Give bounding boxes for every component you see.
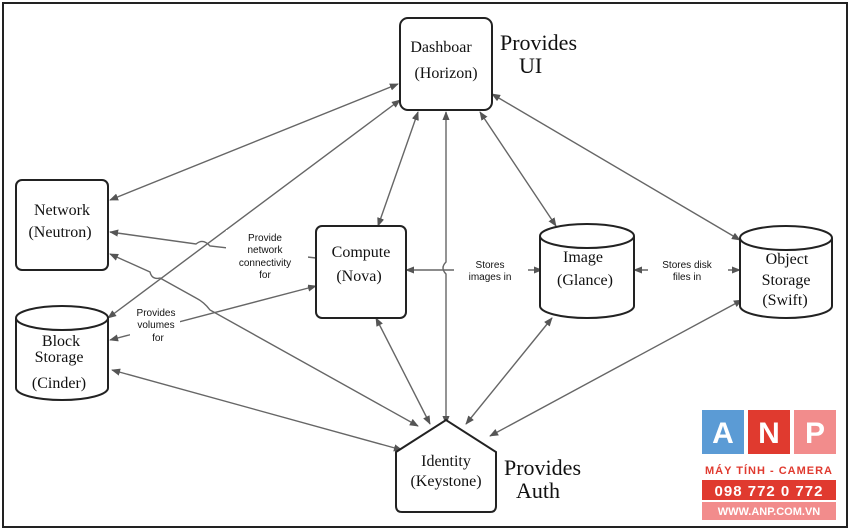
node-identity[interactable]: Identity (Keystone)	[395, 418, 497, 513]
edge-label-compute-image: Stores images in	[469, 260, 512, 283]
node-block-storage[interactable]: Block Storage (Cinder)	[15, 305, 109, 401]
svg-text:volumes: volumes	[137, 320, 174, 331]
edge-dashboard-network	[109, 83, 399, 201]
svg-text:connectivity: connectivity	[239, 258, 291, 269]
annotation-provides-auth-line2: Auth	[516, 478, 560, 503]
node-image-name: Image	[563, 249, 603, 266]
node-compute-project: (Nova)	[336, 268, 381, 285]
annotation-provides-auth-line1: Provides	[504, 455, 581, 480]
svg-text:Provides: Provides	[137, 308, 176, 319]
node-object-type: Storage	[762, 272, 811, 289]
node-compute[interactable]: Compute (Nova)	[315, 225, 407, 319]
node-block-name: Block	[42, 333, 80, 350]
svg-text:Stores: Stores	[476, 260, 505, 271]
logo-letter-p: P	[805, 417, 825, 450]
logo-web-bar	[702, 502, 836, 520]
edge-label-network-compute: Provide network connectivity for	[239, 233, 291, 281]
annotation-provides-ui-line2: UI	[519, 53, 542, 78]
annotation-provides-ui-line1: Provides	[500, 30, 577, 55]
svg-text:network: network	[247, 245, 283, 256]
edge-dashboard-object	[491, 93, 741, 241]
node-dashboard-name: Dashboar	[410, 39, 472, 56]
node-network-name: Network	[34, 202, 90, 219]
svg-text:Provide: Provide	[248, 233, 282, 244]
logo-phone-bar	[702, 480, 836, 500]
node-dashboard-project: (Horizon)	[414, 65, 477, 82]
edge-network-compute	[109, 229, 317, 259]
edge-label-block-compute: Provides volumes for	[137, 308, 176, 344]
svg-text:files in: files in	[673, 272, 701, 283]
node-dashboard[interactable]: Dashboar (Horizon)	[399, 17, 493, 111]
logo-subtitle: MÁY TÍNH - CAMERA	[705, 464, 833, 477]
node-object-name: Object	[766, 251, 809, 268]
logo-website: WWW.ANP.COM.VN	[718, 506, 821, 518]
logo-tile-p	[794, 410, 836, 454]
anp-logo: A N P MÁY TÍNH - CAMERA 098 772 0 772 WW…	[702, 410, 836, 520]
edge-compute-identity	[375, 317, 431, 425]
edges	[107, 83, 743, 452]
svg-text:Stores disk: Stores disk	[662, 260, 712, 271]
edge-label-image-object: Stores disk files in	[662, 260, 712, 283]
svg-text:for: for	[259, 270, 271, 281]
svg-text:images in: images in	[469, 272, 512, 283]
svg-text:for: for	[152, 333, 164, 344]
node-identity-name: Identity	[421, 453, 471, 470]
logo-tile-n	[748, 410, 790, 454]
logo-tile-a	[702, 410, 744, 454]
node-network-project: (Neutron)	[28, 224, 91, 241]
edge-object-identity	[489, 299, 743, 437]
node-object-project: (Swift)	[762, 292, 807, 309]
edge-dashboard-compute	[377, 111, 419, 227]
edge-block-identity	[111, 368, 403, 452]
node-image[interactable]: Image (Glance)	[539, 223, 635, 319]
logo-phone: 098 772 0 772	[715, 483, 824, 500]
edge-image-identity	[465, 317, 553, 425]
node-network[interactable]: Network (Neutron)	[15, 179, 109, 271]
edge-dashboard-image	[479, 111, 557, 227]
node-block-project: (Cinder)	[32, 375, 86, 392]
node-image-project: (Glance)	[557, 272, 613, 289]
node-identity-project: (Keystone)	[410, 473, 481, 490]
node-block-type: Storage	[35, 349, 84, 366]
logo-letter-n: N	[758, 417, 780, 450]
node-compute-name: Compute	[332, 244, 391, 261]
logo-letter-a: A	[712, 417, 734, 450]
edge-dashboard-identity	[442, 111, 450, 425]
node-object-storage[interactable]: Object Storage (Swift)	[739, 225, 833, 319]
